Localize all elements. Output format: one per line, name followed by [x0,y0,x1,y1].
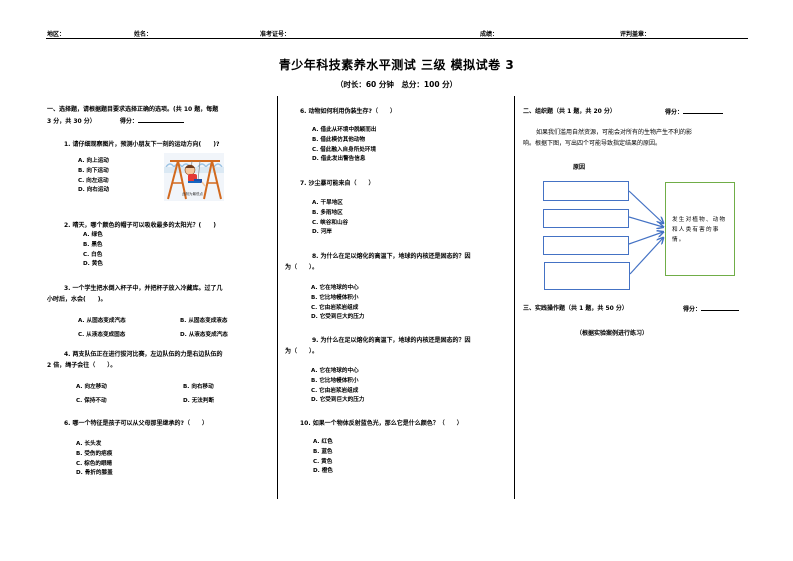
ticket-number-field-label: 准考证号： [260,31,291,38]
q9-stem-cont: 为（ ）。 [285,348,319,355]
section-3-heading: 三、实践操作题（共 1 题，共 50 分） [523,305,628,312]
section-2-prompt-line2: 响。根据下图，写出四个可能导致指定结果的原因。 [523,140,662,147]
q8-option-d[interactable]: D. 它受到巨大的压力 [311,314,365,321]
q8-option-a[interactable]: A. 它在地球的中心 [311,285,359,291]
q7-options: A. 干旱地区 B. 多雨地区 C. 峡谷和山谷 D. 河岸 [312,199,348,238]
q1-options: A. 向上运动 B. 向下运动 C. 向左运动 D. 向右运动 [78,157,109,196]
q4-option-c[interactable]: C. 保持不动 [76,398,107,404]
q3-option-b[interactable]: B. 从固态变成液态 [180,318,228,324]
q6-option-c[interactable]: C. 借此融入自身所处环境 [312,146,377,153]
cause-box-2[interactable] [543,209,629,228]
header-divider [46,38,748,39]
q8-stem-cont: 为（ ）。 [285,264,319,271]
q4-option-b[interactable]: B. 向右移动 [183,384,214,390]
q2-stem: 2. 晴天，哪个颜色的帽子可以吸收最多的太阳光？( ) [64,222,217,229]
q5-option-d[interactable]: D. 骨折的膝盖 [76,470,113,477]
q2-option-a[interactable]: A. 绿色 [83,232,103,238]
q5-stem: 6. 哪一个特征是孩子可以从父母那里继承的?（ ） [64,420,209,427]
q1-option-b[interactable]: B. 向下运动 [78,167,109,174]
name-field-label: 姓名： [134,31,153,38]
q7-option-a[interactable]: A. 干旱地区 [312,200,343,206]
q9-option-b[interactable]: B. 它比地幔体积小 [311,377,359,384]
q9-option-c[interactable]: C. 它由岩浆岩组成 [311,387,359,394]
score-field-label: 成绩： [480,31,499,38]
q7-option-b[interactable]: B. 多雨地区 [312,209,343,216]
q1-option-c[interactable]: C. 向左运动 [78,177,109,184]
grader-stamp-field-label: 评判盖章： [620,31,651,38]
q7-option-c[interactable]: C. 峡谷和山谷 [312,219,349,226]
cause-box-1[interactable] [543,181,629,201]
q7-option-d[interactable]: D. 河岸 [312,229,332,236]
section-1-points: 3 分，共 30 分） [47,118,96,125]
q4-option-d[interactable]: D. 无法判断 [183,398,215,404]
q5-options: A. 长头发 B. 受伤的疤痕 C. 棕色的眼睛 D. 骨折的膝盖 [76,440,113,479]
q6-stem: 6. 动物如何利用伪装生存?（ ） [300,108,397,115]
q10-option-b[interactable]: B. 蓝色 [313,448,333,455]
q3-option-c[interactable]: C. 从液态变成固态 [78,332,126,338]
q8-option-c[interactable]: C. 它由岩浆岩组成 [311,304,359,311]
swing-illustration: 此刻为最低点 [164,153,224,201]
q10-stem: 10. 如果一个物体反射蓝色光，那么它是什么颜色？（ ） [300,420,463,427]
section-2-score: 得分： [665,107,724,117]
q6-option-b[interactable]: B. 借此模仿其他动物 [312,136,366,143]
q10-option-a[interactable]: A. 红色 [313,439,333,445]
child-on-swing-icon [164,153,224,201]
q10-option-c[interactable]: C. 黄色 [313,458,333,465]
q3-stem: 3. 一个学生把水倒入杯子中，并把杯子放入冷藏库。过了几 [64,285,223,292]
q1-stem: 1. 请仔细观察图片，预测小朋友下一刻的运动方向( )? [64,141,220,148]
section-2-score-blank[interactable] [683,107,724,114]
section-1-score-blank[interactable] [137,116,184,123]
section-1-heading: 一、选择题，请根据题目要求选择正确的选项。(共 10 题，每题 [47,106,219,113]
q9-stem: 9. 为什么在足以熔化的高温下，地球的内核还是固态的？因 [312,337,471,344]
q5-option-c[interactable]: C. 棕色的眼睛 [76,460,113,467]
q8-stem: 8. 为什么在足以熔化的高温下，地球的内核还是固态的？因 [312,253,471,260]
q5-option-a[interactable]: A. 长头发 [76,441,102,447]
q4-stem: 4. 两支队伍正在进行拔河比赛，左边队伍的力是右边队伍的 [64,351,223,358]
q8-option-b[interactable]: B. 它比地幔体积小 [311,294,359,301]
q6-option-d[interactable]: D. 借此发出警告信息 [312,156,366,163]
q5-option-b[interactable]: B. 受伤的疤痕 [76,450,113,457]
q2-option-d[interactable]: D. 黄色 [83,261,103,268]
q2-options: A. 绿色 B. 黑色 C. 白色 D. 黄色 [83,231,103,270]
section-3-score: 得分： [683,304,740,314]
region-field-label: 地区： [47,31,66,38]
section-3-score-blank[interactable] [701,304,740,311]
section-1-heading-cont: 3 分，共 30 分） 得分： [47,116,184,126]
section-1-score-label: 得分： [119,118,138,125]
q4-stem-cont: 2 倍，绳子会往（ ）。 [47,362,117,369]
page-subtitle: （时长：60 分钟 总分：100 分） [335,80,458,89]
q2-option-c[interactable]: C. 白色 [83,251,103,258]
column-divider-2 [514,96,515,499]
q6-options: A. 借此从环境中脱颖而出 B. 借此模仿其他动物 C. 借此融入自身所处环境 … [312,126,376,165]
cause-box-4[interactable] [544,262,630,290]
q3-stem-cont: 小时后，水会( )。 [47,296,107,303]
q6-option-a[interactable]: A. 借此从环境中脱颖而出 [312,127,377,133]
q1-option-d[interactable]: D. 向右运动 [78,187,110,194]
page-title: 青少年科技素养水平测试 三级 模拟试卷 3 [278,58,515,72]
q3-option-d[interactable]: D. 从液态变成汽态 [180,332,228,338]
cause-box-3[interactable] [543,236,629,255]
result-box: 发生对植物、动物和人类有害的事情。 [665,182,735,276]
section-2-score-label: 得分： [665,109,684,116]
q7-stem: 7. 沙尘暴可能来自（ ） [300,180,375,187]
swing-caption: 此刻为最低点 [182,192,203,196]
q9-option-a[interactable]: A. 它在地球的中心 [311,368,359,374]
q9-options: A. 它在地球的中心 B. 它比地幔体积小 C. 它由岩浆岩组成 D. 它受到巨… [311,367,364,406]
q8-options: A. 它在地球的中心 B. 它比地幔体积小 C. 它由岩浆岩组成 D. 它受到巨… [311,284,364,323]
q2-option-b[interactable]: B. 黑色 [83,241,103,248]
q10-options: A. 红色 B. 蓝色 C. 黄色 D. 橙色 [313,438,333,477]
q10-option-d[interactable]: D. 橙色 [313,468,333,475]
column-divider-1 [277,96,278,499]
section-3-note: （根据实验案例进行练习） [576,330,649,337]
cause-to-result-arrows-icon [628,190,668,275]
result-text: 发生对植物、动物和人类有害的事情。 [672,217,727,243]
section-2-prompt-line1: 如果我们滥用自然资源，可能会对所有的生物产生不利的影 [536,129,693,136]
section-3-score-label: 得分： [683,306,702,313]
section-2-heading: 二、组织题（共 1 题，共 20 分） [523,108,616,115]
q9-option-d[interactable]: D. 它受到巨大的压力 [311,397,365,404]
cause-label: 原因 [573,164,586,171]
q4-option-a[interactable]: A. 向左移动 [76,384,107,390]
q1-option-a[interactable]: A. 向上运动 [78,158,109,164]
q3-option-a[interactable]: A. 从固态变成汽态 [78,318,126,324]
